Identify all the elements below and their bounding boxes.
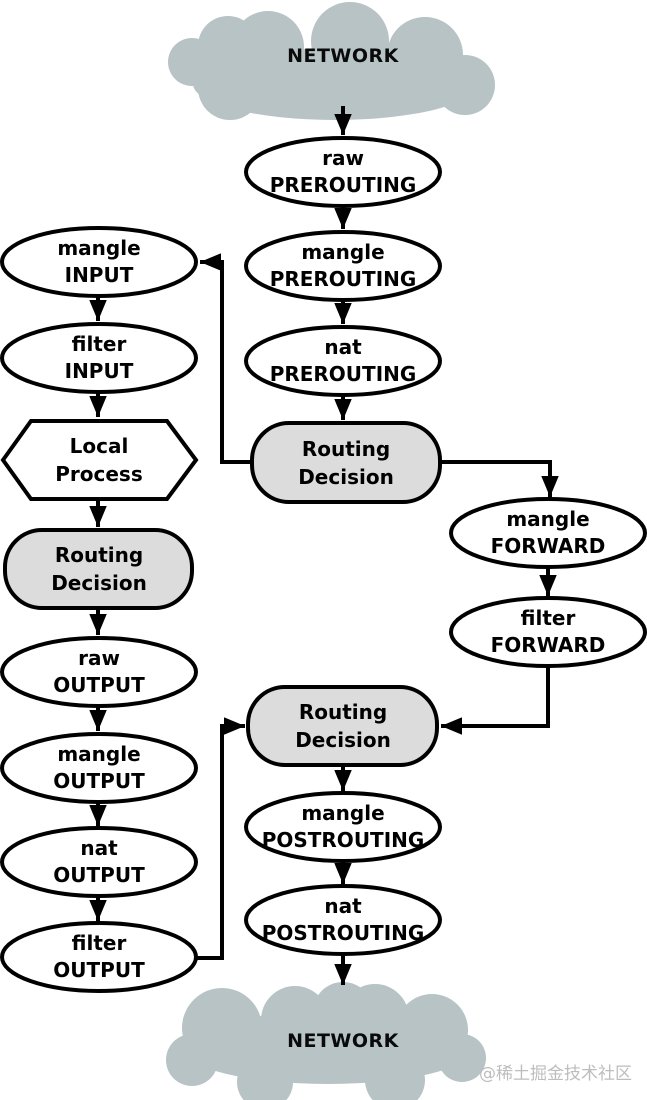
node-mangle-forward: mangle FORWARD [449,497,647,569]
node-label: Process [55,462,143,486]
node-routing-decision-main: Routing Decision [250,421,442,504]
node-label: FORWARD [491,633,606,657]
network-cloud-top: NETWORK [168,2,495,120]
node-label: Decision [295,728,391,752]
node-raw-prerouting: raw PREROUTING [244,136,442,208]
node-label: PREROUTING [270,267,417,291]
node-label: POSTROUTING [262,921,425,945]
node-label: filter [72,332,127,356]
node-label: mangle [301,801,384,825]
node-label: filter [72,931,127,955]
node-filter-input: filter INPUT [0,322,198,394]
edges [89,106,559,985]
node-filter-output: filter OUTPUT [0,921,198,993]
node-label: nat [324,335,362,359]
cloud-top-label: NETWORK [287,45,400,67]
node-label: mangle [301,240,384,264]
node-label: Routing [55,543,143,567]
network-cloud-bottom: NETWORK [166,982,486,1100]
node-label: mangle [506,507,589,531]
edge-filter-output-to-routing-decision [196,717,245,960]
node-routing-decision-post: Routing Decision [246,685,439,767]
node-label: INPUT [65,359,134,383]
node-label: raw [322,146,364,170]
node-label: Routing [302,437,390,461]
node-label: PREROUTING [270,173,417,197]
node-mangle-input: mangle INPUT [0,226,198,298]
node-label: Decision [298,465,394,489]
cloud-bottom-label: NETWORK [287,1030,400,1052]
node-label: Decision [51,571,147,595]
node-routing-decision-local: Routing Decision [3,528,194,610]
node-mangle-prerouting: mangle PREROUTING [244,230,442,302]
node-label: Routing [299,700,387,724]
node-label: OUTPUT [53,958,145,982]
node-label: OUTPUT [53,863,145,887]
watermark: @稀土掘金技术社区 [479,1064,632,1084]
node-label: Local [70,434,129,458]
node-nat-postrouting: nat POSTROUTING [244,884,442,956]
node-label: PREROUTING [270,362,417,386]
node-nat-output: nat OUTPUT [0,826,198,898]
node-mangle-postrouting: mangle POSTROUTING [244,791,442,863]
edge-filter-forward-to-routing-decision [441,666,550,735]
node-label: nat [80,836,118,860]
node-label: OUTPUT [53,673,145,697]
node-label: mangle [57,742,140,766]
node-nat-prerouting: nat PREROUTING [244,325,442,397]
node-label: OUTPUT [53,769,145,793]
node-label: FORWARD [491,534,606,558]
node-label: filter [521,606,576,630]
node-raw-output: raw OUTPUT [0,636,198,708]
edge-routing-decision-to-mangle-input [200,253,252,464]
node-label: POSTROUTING [262,828,425,852]
node-label: nat [324,894,362,918]
node-local-process: Local Process [0,419,199,501]
edge-routing-decision-to-mangle-forward [440,460,559,497]
node-filter-forward: filter FORWARD [449,596,647,668]
node-label: mangle [57,236,140,260]
node-mangle-output: mangle OUTPUT [0,732,198,804]
node-label: INPUT [65,263,134,287]
node-label: raw [78,646,120,670]
